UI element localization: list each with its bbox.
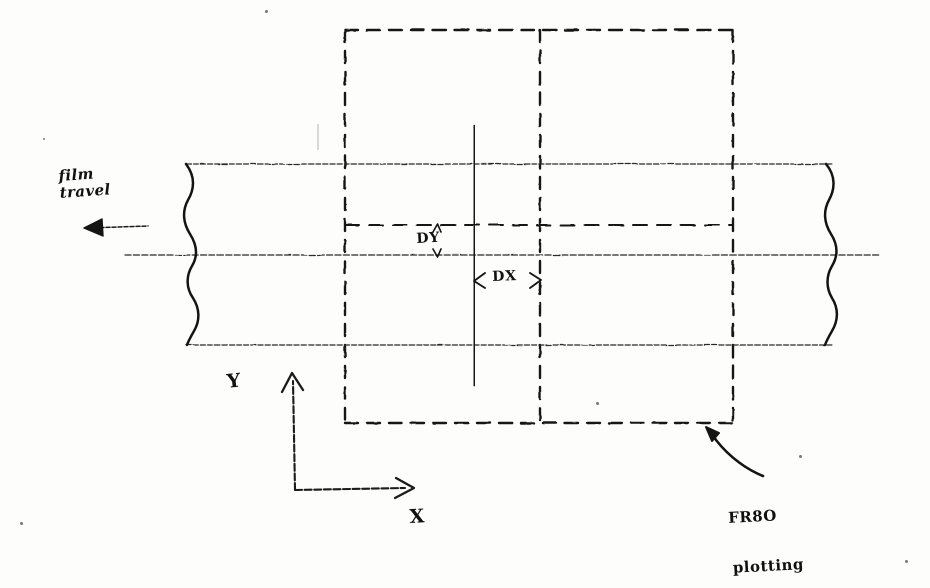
x-axis-arrowhead [393, 476, 416, 500]
dx-dimension [473, 272, 542, 289]
fr80-leader-curve [707, 428, 765, 478]
label-fr80-plotting-area: FR8O plotting area [726, 472, 809, 588]
label-fr80-line-2: plotting [732, 555, 805, 577]
fr80-plotting-area-rectangle [343, 28, 735, 425]
vertical-scan-line [472, 124, 476, 387]
y-axis-shaft [291, 379, 297, 492]
label-axis-x: X [408, 505, 426, 528]
paper-speck [596, 402, 599, 405]
label-axis-y: Y [225, 369, 243, 393]
dx-arrowhead-left [473, 272, 486, 289]
fr80-callout-leader [705, 426, 765, 478]
y-axis-arrowhead [280, 371, 305, 394]
label-fr80-line-1: FR8O [727, 506, 778, 527]
film-break-right [823, 162, 839, 347]
film-break-lines [182, 162, 839, 347]
fr80-leader-arrowhead [705, 426, 720, 442]
film-travel-arrowhead [83, 218, 104, 237]
label-dy: DY [415, 229, 441, 247]
film-travel-arrow [83, 218, 149, 237]
paper-speck [20, 522, 23, 525]
coordinate-axes [280, 371, 416, 500]
dx-arrowhead-right [529, 272, 542, 289]
x-axis-shaft [293, 486, 407, 492]
paper-speck [799, 455, 802, 458]
label-dx: DX [491, 268, 518, 285]
dy-arrowhead-bottom [432, 248, 442, 258]
dy-dimension [432, 223, 442, 258]
paper-speck [43, 138, 45, 140]
film-strip [124, 163, 881, 346]
film-break-left [182, 162, 200, 347]
label-film-travel: film travel [57, 164, 112, 202]
paper-speck [265, 10, 268, 13]
paper-speck [905, 560, 908, 563]
dy-arrowhead-top [432, 223, 442, 233]
